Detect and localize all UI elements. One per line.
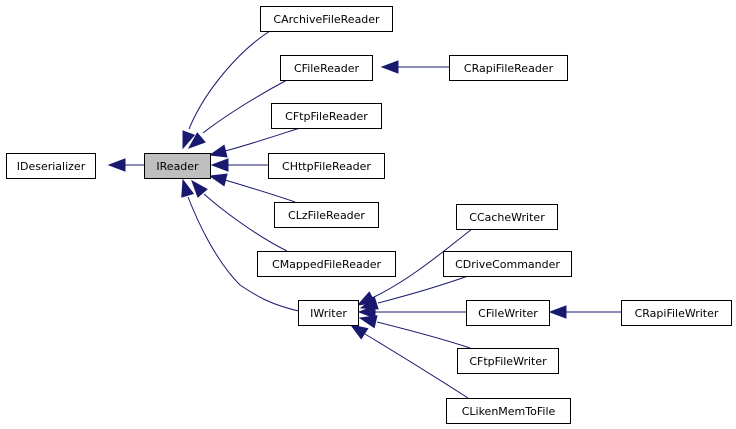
edge-carchivefilereader-to-ireader [182,30,271,150]
inheritance-arrowhead [548,305,567,319]
node-cdrivecommander[interactable]: CDriveCommander [443,251,572,277]
edge-line [224,179,296,203]
node-label: CFileReader [294,62,359,75]
node-cmappedfilereader[interactable]: CMappedFileReader [257,251,396,277]
node-label: CCacheWriter [469,211,545,224]
edge-clzfilereader-to-ireader [208,173,296,203]
node-box [280,55,373,81]
node-label: CArchiveFileReader [273,13,380,26]
edge-line [377,275,469,304]
node-cftpfilereader[interactable]: CFtpFileReader [271,103,382,129]
node-box [457,348,559,374]
inheritance-arrowhead [358,315,378,329]
node-label: CFtpFileReader [285,110,368,123]
node-box [449,55,568,81]
edge-line [364,333,469,399]
node-box [443,251,572,277]
inheritance-arrowhead [349,324,369,340]
node-cfilewriter[interactable]: CFileWriter [466,300,550,326]
inheritance-arrowhead [380,60,399,74]
node-ireader: IReader [144,153,211,179]
edge-cmappedfilereader-to-ireader [191,179,288,252]
node-carchivefilereader[interactable]: CArchiveFileReader [260,6,393,32]
edge-clikenmemtofile-to-iwriter [349,324,469,399]
inheritance-arrowhead [210,158,229,172]
edge-ireader-to-ideserializer [107,158,144,172]
node-label: CFileWriter [478,307,538,320]
edge-cftpfilereader-to-ireader [208,127,301,158]
inheritance-arrowhead [187,132,206,149]
node-label: CMappedFileReader [272,258,381,271]
node-label: CDriveCommander [455,258,560,271]
node-box [621,300,732,326]
node-label: CRapiFileReader [464,62,554,75]
edge-cftpfilewriter-to-iwriter [358,315,471,349]
node-clzfilereader[interactable]: CLzFileReader [274,202,379,228]
inheritance-arrowhead [181,178,195,198]
node-label: CHttpFileReader [282,160,371,173]
node-box [144,153,211,179]
node-box [257,251,396,277]
edge-line [224,127,301,152]
inheritance-arrowhead [182,130,196,150]
node-label: IReader [156,160,199,173]
inheritance-arrowhead [107,158,126,172]
edge-line [376,321,471,349]
node-clikenmemtofile[interactable]: CLikenMemToFile [446,398,571,424]
node-cfilereader[interactable]: CFileReader [280,55,373,81]
edge-iwriter-to-ireader [181,178,304,313]
node-label: IDeserializer [17,160,86,173]
inheritance-arrowhead [208,144,228,158]
node-crapifilewriter[interactable]: CRapiFileWriter [621,300,732,326]
node-label: CFtpFileWriter [469,355,547,368]
node-label: CLzFileReader [288,209,365,222]
node-box [274,202,379,228]
node-box [6,153,96,179]
edge-line [188,30,271,130]
edge-line [203,193,288,252]
edge-crapifilereader-to-cfilereader [380,60,449,74]
node-box [260,6,393,32]
edge-cfilewriter-to-iwriter [357,305,466,319]
edge-line [187,196,304,313]
node-cftpfilewriter[interactable]: CFtpFileWriter [457,348,559,374]
edges-layer [107,30,621,399]
inheritance-arrowhead [191,179,208,198]
edge-crapifilewriter-to-cfilewriter [548,305,621,319]
edge-line [202,79,288,134]
edge-cdrivecommander-to-iwriter [359,275,469,310]
node-box [466,300,550,326]
nodes-layer: IDeserializer IReader CArchiveFileReaderCF… [6,6,732,424]
node-label: CLikenMemToFile [462,405,556,418]
edge-line [371,228,473,299]
edge-cfilereader-to-ireader [187,79,288,149]
node-ideserializer[interactable]: IDeserializer [6,153,96,179]
node-box [456,204,558,230]
node-ccachewriter[interactable]: CCacheWriter [456,204,558,230]
edge-chttpfilereader-to-ireader [210,158,268,172]
node-box [268,153,385,179]
node-box [271,103,382,129]
node-box [446,398,571,424]
node-iwriter[interactable]: IWriter [298,300,359,326]
node-chttpfilereader[interactable]: CHttpFileReader [268,153,385,179]
node-box [298,300,359,326]
node-label: IWriter [310,307,347,320]
inheritance-arrowhead [357,305,376,319]
node-crapifilereader[interactable]: CRapiFileReader [449,55,568,81]
inheritance-arrowhead [208,173,228,187]
node-label: CRapiFileWriter [635,307,719,320]
